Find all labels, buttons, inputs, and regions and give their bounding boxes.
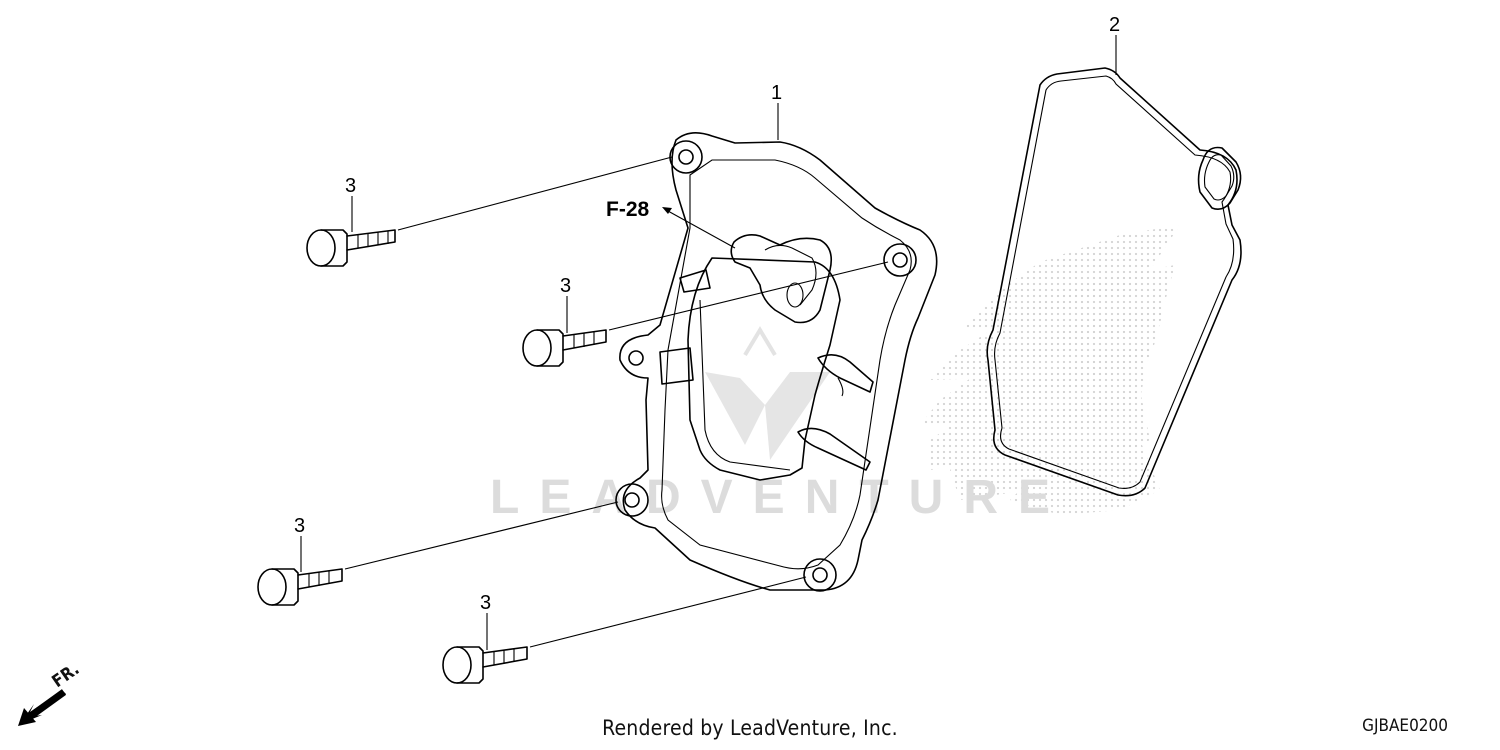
section-reference-label[interactable]: F-28: [606, 198, 650, 221]
render-credit: Rendered by LeadVenture, Inc.: [602, 716, 898, 740]
callout-part-3-d: 3: [480, 592, 491, 614]
callout-part-2: 2: [1109, 14, 1120, 36]
watermark: LEADVENTURE: [490, 225, 1180, 524]
watermark-text: LEADVENTURE: [490, 471, 1070, 524]
callout-part-3-b: 3: [560, 275, 571, 297]
callout-part-3-a: 3: [345, 175, 356, 197]
head-cover-part-1: [615, 132, 938, 592]
bolt-d: [442, 646, 528, 684]
wing-logo-watermark: [920, 225, 1180, 515]
leader-lines: [300, 35, 1117, 650]
drawing-code: GJBAE0200: [1362, 716, 1448, 736]
bolt-c: [257, 568, 343, 606]
callout-part-1: 1: [771, 82, 782, 104]
callouts: 1 2 3 3 3 3 F-28: [294, 14, 1120, 614]
bolt-a: [306, 229, 396, 267]
front-arrow-icon: [18, 689, 67, 726]
lv-emblem-watermark: [705, 326, 830, 460]
bolt-b: [522, 329, 607, 367]
callout-part-3-c: 3: [294, 515, 305, 537]
gasket-part-2: [986, 67, 1242, 497]
